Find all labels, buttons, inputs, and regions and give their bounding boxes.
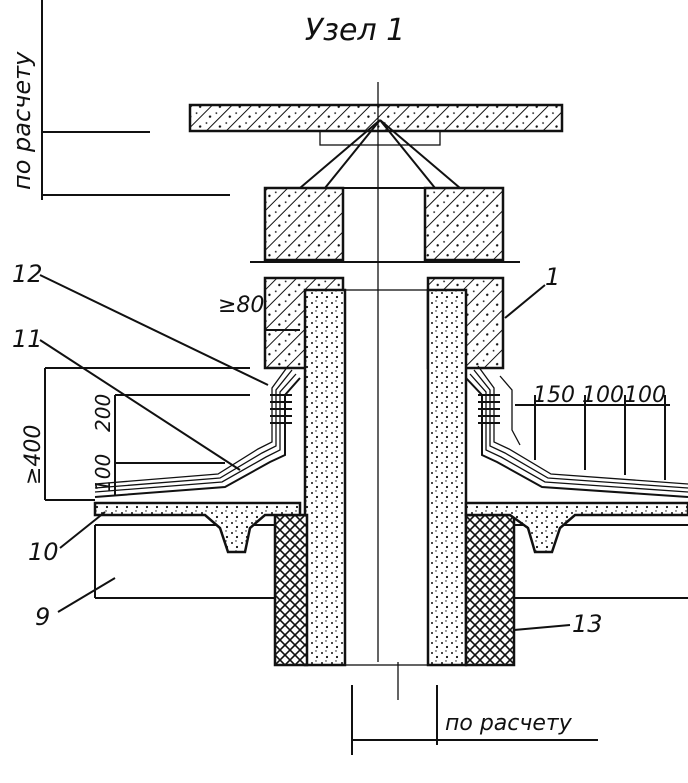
upstand-dimension: ≥80 bbox=[218, 293, 300, 331]
dim-100-a: 100 bbox=[582, 383, 624, 408]
screed-right bbox=[464, 501, 688, 554]
callout-12: 12 bbox=[12, 260, 269, 386]
height-dimensions: ≥400 200 100 bbox=[21, 367, 250, 501]
svg-text:12: 12 bbox=[12, 260, 43, 288]
callout-13: 13 bbox=[513, 610, 603, 638]
left-dimension: по расчету bbox=[8, 0, 230, 200]
dim-100-b: 100 bbox=[624, 383, 666, 408]
cap-slab-collar bbox=[319, 130, 441, 146]
chimney-block-left bbox=[263, 186, 345, 262]
chimney-block-right bbox=[423, 186, 505, 262]
left-dimension-label: по расчету bbox=[8, 51, 36, 190]
insulation-sleeve-right bbox=[464, 513, 516, 667]
drawing-title: Узел 1 bbox=[305, 13, 406, 48]
screed-left bbox=[93, 501, 302, 554]
insulation-sleeve-left bbox=[273, 513, 309, 667]
bottom-dimension: по расчету bbox=[351, 685, 598, 755]
svg-text:10: 10 bbox=[28, 538, 59, 566]
overlap-dimensions: 150 100 100 bbox=[515, 383, 670, 480]
roof-deck bbox=[94, 524, 688, 599]
callout-11: 11 bbox=[12, 325, 241, 471]
dim-total-height: ≥400 bbox=[21, 425, 46, 485]
chimney-liner-right bbox=[426, 288, 468, 667]
svg-text:9: 9 bbox=[35, 603, 50, 631]
dim-200: 200 bbox=[91, 394, 115, 432]
cap-supports bbox=[299, 119, 461, 189]
callout-1: 1 bbox=[504, 263, 560, 319]
svg-text:13: 13 bbox=[572, 610, 603, 638]
callout-9: 9 bbox=[35, 577, 116, 631]
dim-100: 100 bbox=[91, 454, 115, 492]
callout-10: 10 bbox=[28, 511, 106, 566]
flue-opening bbox=[344, 289, 429, 666]
membrane-right bbox=[465, 365, 688, 498]
bottom-dimension-label: по расчету bbox=[445, 711, 573, 736]
dim-150: 150 bbox=[533, 383, 575, 408]
cap-slab bbox=[188, 103, 564, 133]
svg-text:1: 1 bbox=[545, 263, 560, 291]
membrane-left bbox=[94, 365, 301, 498]
chimney-liner-left bbox=[303, 288, 347, 667]
svg-text:11: 11 bbox=[12, 325, 43, 353]
dim-upstand: ≥80 bbox=[218, 293, 264, 318]
